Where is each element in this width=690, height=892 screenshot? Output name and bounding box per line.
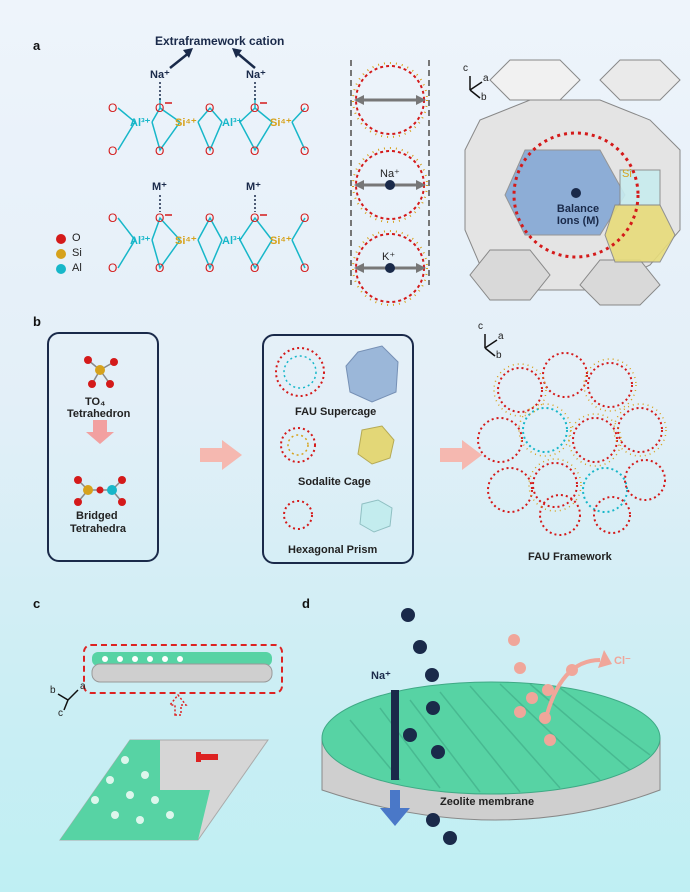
al-label-1: Al³⁺ — [130, 117, 151, 129]
svg-text:O: O — [300, 211, 309, 225]
si-label-1: Si⁴⁺ — [175, 117, 197, 129]
al-label-4: Al³⁺ — [222, 235, 243, 247]
svg-text:O: O — [205, 144, 214, 158]
svg-text:O: O — [250, 211, 259, 225]
al-label-3: Al³⁺ — [130, 235, 151, 247]
na-cation-label-1: Na⁺ — [150, 69, 170, 81]
svg-text:O: O — [300, 101, 309, 115]
axis-a-label-a: a — [483, 73, 489, 84]
svg-text:O: O — [108, 261, 117, 275]
panel-c-letter: c — [33, 596, 41, 611]
axis-b-label-c: b — [50, 685, 56, 696]
legend-o-label: O — [72, 232, 81, 244]
svg-text:O: O — [250, 101, 259, 115]
svg-text:O: O — [250, 261, 259, 275]
svg-text:O: O — [250, 144, 259, 158]
svg-text:O: O — [205, 261, 214, 275]
svg-text:O: O — [205, 211, 214, 225]
svg-text:O: O — [300, 261, 309, 275]
legend-al-label: Al — [72, 262, 82, 274]
al-label-2: Al³⁺ — [222, 117, 243, 129]
cage-box — [262, 334, 414, 564]
svg-text:O: O — [155, 101, 164, 115]
svg-text:O: O — [205, 101, 214, 115]
si-label-3: Si⁴⁺ — [175, 235, 197, 247]
svg-text:O: O — [155, 144, 164, 158]
tetrahedra-label: Tetrahedra — [70, 523, 127, 535]
si-label-4: Si⁴⁺ — [270, 235, 292, 247]
tetrahedron-box — [47, 332, 159, 562]
prism-label: Hexagonal Prism — [288, 544, 378, 556]
membrane-label: Zeolite membrane — [440, 796, 535, 808]
svg-text:O: O — [300, 144, 309, 158]
slab-zoom-box — [83, 644, 283, 694]
panel-d-letter: d — [302, 596, 310, 611]
balance-ions-label: Balance Ions (M) — [556, 203, 600, 227]
axis-c-label-b: c — [478, 321, 483, 332]
tetrahedron-label: Tetrahedron — [67, 408, 131, 420]
svg-text:O: O — [155, 211, 164, 225]
axis-b-label-b: b — [496, 350, 502, 361]
axis-a-label-c: a — [80, 681, 86, 692]
na-ion-label: Na⁺ — [371, 670, 391, 682]
to4-label: TO₄ — [85, 396, 106, 408]
svg-text:O: O — [108, 144, 117, 158]
supercage-label: FAU Supercage — [295, 406, 377, 418]
m-cation-label-1: M⁺ — [152, 181, 167, 193]
sodalite-label: Sodalite Cage — [298, 476, 371, 488]
ring-k-label: K⁺ — [382, 251, 396, 263]
legend-si-label: Si — [72, 247, 82, 259]
svg-text:O: O — [108, 211, 117, 225]
svg-text:O: O — [108, 101, 117, 115]
svg-text:O: O — [155, 261, 164, 275]
axis-c-label-c: c — [58, 708, 63, 719]
na-cation-label-2: Na⁺ — [246, 69, 266, 81]
ring-na-label: Na⁺ — [380, 168, 400, 180]
bridged-label: Bridged — [76, 510, 118, 522]
si-tag: Si — [622, 168, 632, 180]
axis-a-label-b: a — [498, 331, 504, 342]
cl-ion-label: Cl⁻ — [614, 655, 631, 667]
si-label-2: Si⁴⁺ — [270, 117, 292, 129]
panel-b-letter: b — [33, 314, 41, 329]
panel-a-letter: a — [33, 38, 41, 53]
axis-c-label-a: c — [463, 63, 468, 74]
framework-label: FAU Framework — [528, 551, 612, 563]
axis-b-label-a: b — [481, 92, 487, 103]
extraframework-label: Extraframework cation — [155, 34, 285, 48]
m-cation-label-2: M⁺ — [246, 181, 261, 193]
